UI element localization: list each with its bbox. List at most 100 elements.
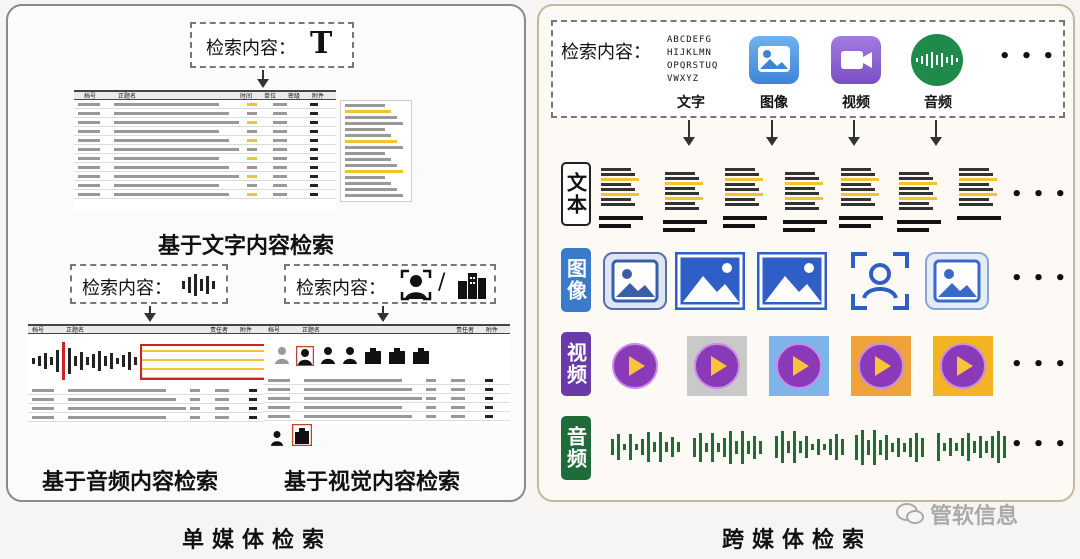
audio-match-marker [62,342,65,380]
row-tag-video: 视频 [561,332,591,396]
text-query-arrow [257,70,269,88]
table-row [74,109,336,118]
modality-label-text: 文字 [677,95,705,111]
preview-line [345,134,391,137]
visual-result-table: 档号 正题名 责任者 附件 [264,324,510,424]
table-row [74,154,336,163]
image-row-ellipsis: • • • [1011,268,1069,289]
play-icon [940,343,986,389]
text-result-doc [663,170,707,232]
alphabet-line: VWXYZ [667,74,700,84]
table-row [264,376,510,385]
visual-query-arrow [377,306,389,322]
audio-app-icon [911,34,963,86]
preview-line [345,170,403,173]
person-icon [343,347,357,364]
play-icon [858,343,904,389]
text-caption: 基于文字内容检索 [158,234,335,259]
arrow-text [683,120,695,146]
audio-match-highlight [140,344,270,380]
text-result-doc [839,166,883,228]
table-row [74,181,336,190]
wechat-icon [896,503,924,524]
video-result-tile [605,336,665,396]
preview-line [345,146,403,149]
table-row [74,145,336,154]
table-row [74,136,336,145]
text-result-doc [599,166,643,228]
visual-query-box: 检索内容： / [284,264,496,304]
building-icon [458,273,486,299]
table-row [74,163,336,172]
video-result-tile [851,336,911,396]
play-icon [694,343,740,389]
table-row [74,190,336,199]
preview-line [345,188,397,191]
visual-slash: / [438,270,446,295]
preview-line [345,152,385,155]
arrow-image [766,120,778,146]
image-result-framed [925,252,989,310]
alphabet-block: ABCDEFG HIJKLMN OPQRSTUQ VWXYZ [667,34,718,86]
table-row [74,127,336,136]
audio-result-wave [775,430,844,464]
col-header: 单位 [264,93,277,100]
preview-line [345,194,403,197]
preview-line [345,116,397,119]
col-header: 附件 [312,93,325,100]
preview-line [345,104,385,107]
visual-caption: 基于视觉内容检索 [284,470,461,495]
col-header: 时间 [240,93,253,100]
col-header: 责任者 [456,327,475,334]
cross-query-label: 检索内容： [561,42,651,63]
modality-ellipsis: • • • [999,46,1057,67]
table-row [28,395,274,404]
text-glyph-icon: T [310,26,333,61]
preview-line [345,122,403,125]
modality-label-video: 视频 [842,95,870,111]
col-header: 正题名 [66,327,85,334]
modality-label-image: 图像 [760,95,788,111]
table-header: 档号 正题名 责任者 附件 [28,324,274,334]
person-highlight-icon [296,346,314,366]
play-icon [776,343,822,389]
preview-line [345,176,385,179]
row-tag-text: 文本 [561,162,591,226]
cross-media-panel: 检索内容： ABCDEFG HIJKLMN OPQRSTUQ VWXYZ • •… [537,4,1075,502]
image-result-mountain [675,252,745,310]
arrow-audio [930,120,942,146]
col-header: 附件 [486,327,499,334]
table-row [28,413,274,422]
audio-result-wave [855,429,924,465]
audio-result-wave [937,430,1006,464]
image-result-framed [603,252,667,310]
table-header: 档号 正题名 责任者 附件 [264,324,510,334]
table-row [74,118,336,127]
arrow-video [848,120,860,146]
table-row [74,172,336,181]
col-header: 档号 [32,327,45,334]
face-icon [400,269,432,301]
watermark: 管软信息 [896,498,1018,530]
col-header: 责任者 [210,327,229,334]
video-result-tile [687,336,747,396]
text-preview-pane [340,100,412,202]
person-gray-icon [275,347,289,364]
preview-line [345,158,391,161]
building-small-icon [413,348,429,364]
preview-line [345,140,397,143]
audio-caption: 基于音频内容检索 [42,470,219,495]
table-row [264,403,510,412]
col-header: 正题名 [302,327,321,334]
visual-extra-thumbs [270,424,312,446]
audio-wave-icon [182,274,215,296]
text-result-doc [723,166,767,228]
modality-label-audio: 音频 [924,95,952,111]
table-row [28,386,274,395]
single-media-panel: 检索内容： T 档号 正题名 时间 单位 密级 附件 基于文字内容检索 检索内容… [6,4,526,502]
person-icon [270,431,284,446]
row-tag-audio: 音频 [561,416,591,480]
alphabet-line: OPQRSTUQ [667,61,719,71]
table-row [264,385,510,394]
audio-query-box: 检索内容： [70,264,228,304]
